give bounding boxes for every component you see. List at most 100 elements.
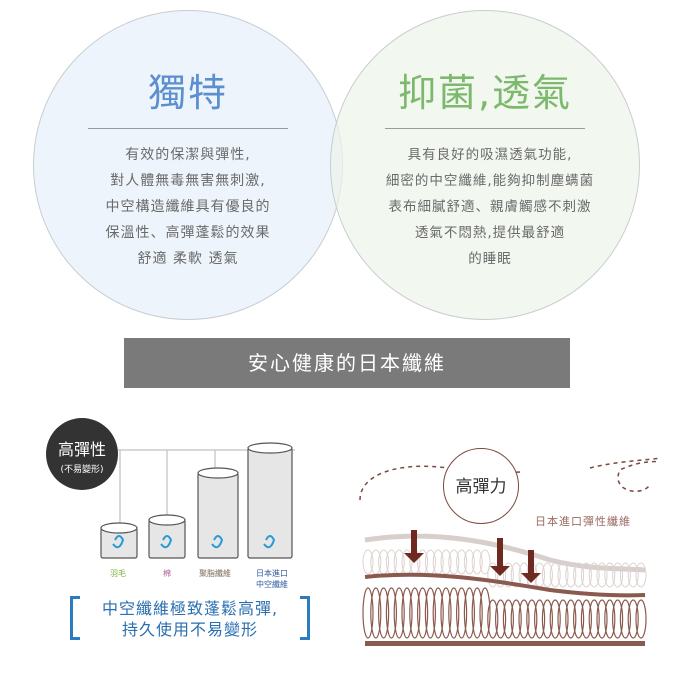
fiber-loop (526, 599, 538, 639)
fiber-loop (456, 549, 468, 575)
fiber-loop (378, 549, 390, 575)
fiber-loop (580, 599, 592, 639)
badge-subtitle: (不易變形) (60, 465, 104, 475)
fiber-label: 日本進口彈性纖維 (535, 515, 631, 528)
fiber-loop (463, 549, 475, 575)
fiber-loop (565, 562, 577, 588)
fiber-loop (635, 599, 647, 639)
fiber-loop (471, 587, 483, 639)
fiber-loop (432, 549, 444, 575)
fiber-loop (580, 562, 592, 588)
fiber-loop (596, 599, 608, 639)
text-line: 透氣不悶熱,提供最舒適 (414, 225, 566, 241)
fiber-loop (534, 599, 546, 639)
fiber-loop (495, 599, 507, 639)
fiber-loop (541, 562, 553, 588)
fiber-loop (557, 562, 569, 588)
fiber-loop (502, 562, 514, 588)
fiber-loop (393, 587, 405, 639)
badge-title: 高彈性 (57, 440, 106, 459)
fiber-loop (409, 587, 421, 639)
text-line: 對人體無毒無害無刺激, (110, 173, 266, 189)
label-hollow-fiber: 日本進口 中空纖維 (256, 569, 288, 589)
fiber-loop (471, 549, 483, 575)
fiber-loop (604, 562, 616, 588)
cylinder-chart (100, 442, 295, 559)
fiber-loop (440, 587, 452, 639)
tagline: 中空纖維極致蓬鬆高彈, 持久使用不易變形 (80, 598, 300, 640)
text-line: 中空構造纖維具有優良的 (105, 199, 271, 215)
high-elasticity-circle: 高彈力 (443, 448, 519, 524)
text-line: 具有良好的吸濕透氣功能, (407, 147, 573, 163)
fiber-loop (502, 599, 514, 639)
fiber-loop (588, 562, 600, 588)
fiber-loop (370, 549, 382, 575)
text-line: 的睡眠 (468, 251, 512, 267)
fiber-loop (565, 599, 577, 639)
cylinder (100, 522, 138, 559)
unique-title: 獨特 (147, 71, 228, 115)
fiber-loop (588, 599, 600, 639)
fiber-loop (510, 562, 522, 588)
fiber-loop (573, 562, 585, 588)
fiber-loop (432, 587, 444, 639)
fiber-loop (604, 599, 616, 639)
pressure-arrows (404, 530, 541, 583)
fiber-loop (541, 599, 553, 639)
fiber-loop (424, 587, 437, 639)
text-line: 表布細膩舒適、親膚觸感不刺激 (388, 199, 592, 215)
right-bracket (300, 596, 310, 640)
fiber-loop (635, 562, 647, 588)
fiber-loop (385, 549, 397, 575)
divider (385, 128, 585, 129)
fiber-loop (463, 587, 476, 639)
fiber-loop (619, 599, 631, 639)
fiber-loop (573, 599, 585, 639)
fiber-loop (557, 599, 569, 639)
text-line: 舒適 柔軟 透氣 (137, 251, 239, 267)
divider (88, 128, 288, 129)
antibacterial-text: 具有良好的吸濕透氣功能, 細密的中空纖維,能夠抑制塵螨菌 表布細膩舒適、親膚觸感… (355, 142, 625, 272)
fiber-loop (479, 587, 491, 639)
label-down: 羽毛 (110, 569, 126, 578)
banner: 安心健康的日本纖維 (124, 338, 570, 388)
fiber-loop (385, 587, 398, 639)
fiber-loop (393, 549, 405, 575)
unique-circle (33, 10, 343, 320)
fiber-loop (518, 599, 530, 639)
fiber-loop (362, 549, 374, 575)
fiber-loop (627, 599, 639, 639)
label-cotton: 棉 (163, 569, 171, 578)
cylinder (247, 442, 293, 559)
fiber-loop (479, 549, 491, 575)
fiber-loop (455, 587, 468, 639)
fiber-loop (549, 599, 561, 639)
fiber-loop (612, 562, 624, 588)
fiber-loop (448, 549, 460, 575)
fiber-loop (510, 599, 522, 639)
text-line: 保溫性、高彈蓬鬆的效果 (105, 225, 271, 241)
label-polyester: 聚脂纖維 (199, 569, 231, 578)
fiber-loop (377, 587, 390, 639)
elasticity-badge: 高彈性 (不易變形) (46, 418, 118, 490)
fiber-loop (424, 549, 436, 575)
text-line: 細密的中空纖維,能夠抑制塵螨菌 (385, 173, 595, 189)
cylinder (148, 514, 186, 559)
fiber-loop (612, 599, 624, 639)
text-line: 有效的保潔與彈性, (125, 147, 251, 163)
fiber-loop (619, 562, 631, 588)
cylinder (197, 467, 239, 559)
unique-text: 有效的保潔與彈性, 對人體無毒無害無刺激, 中空構造纖維具有優良的 保溫性、高彈… (58, 142, 318, 272)
fiber-loop (370, 587, 382, 639)
fiber-loop (596, 562, 608, 588)
fiber-loop (549, 562, 561, 588)
fiber-loop (362, 587, 374, 639)
fiber-loop (487, 599, 499, 639)
fiber-loop (448, 587, 460, 639)
tagline-line: 持久使用不易變形 (121, 620, 258, 639)
fiber-loop (416, 587, 429, 639)
antibacterial-circle (330, 10, 640, 320)
fiber-loop (627, 562, 639, 588)
fiber-diagram (359, 457, 660, 646)
tagline-line: 中空纖維極致蓬鬆高彈, (101, 599, 279, 618)
